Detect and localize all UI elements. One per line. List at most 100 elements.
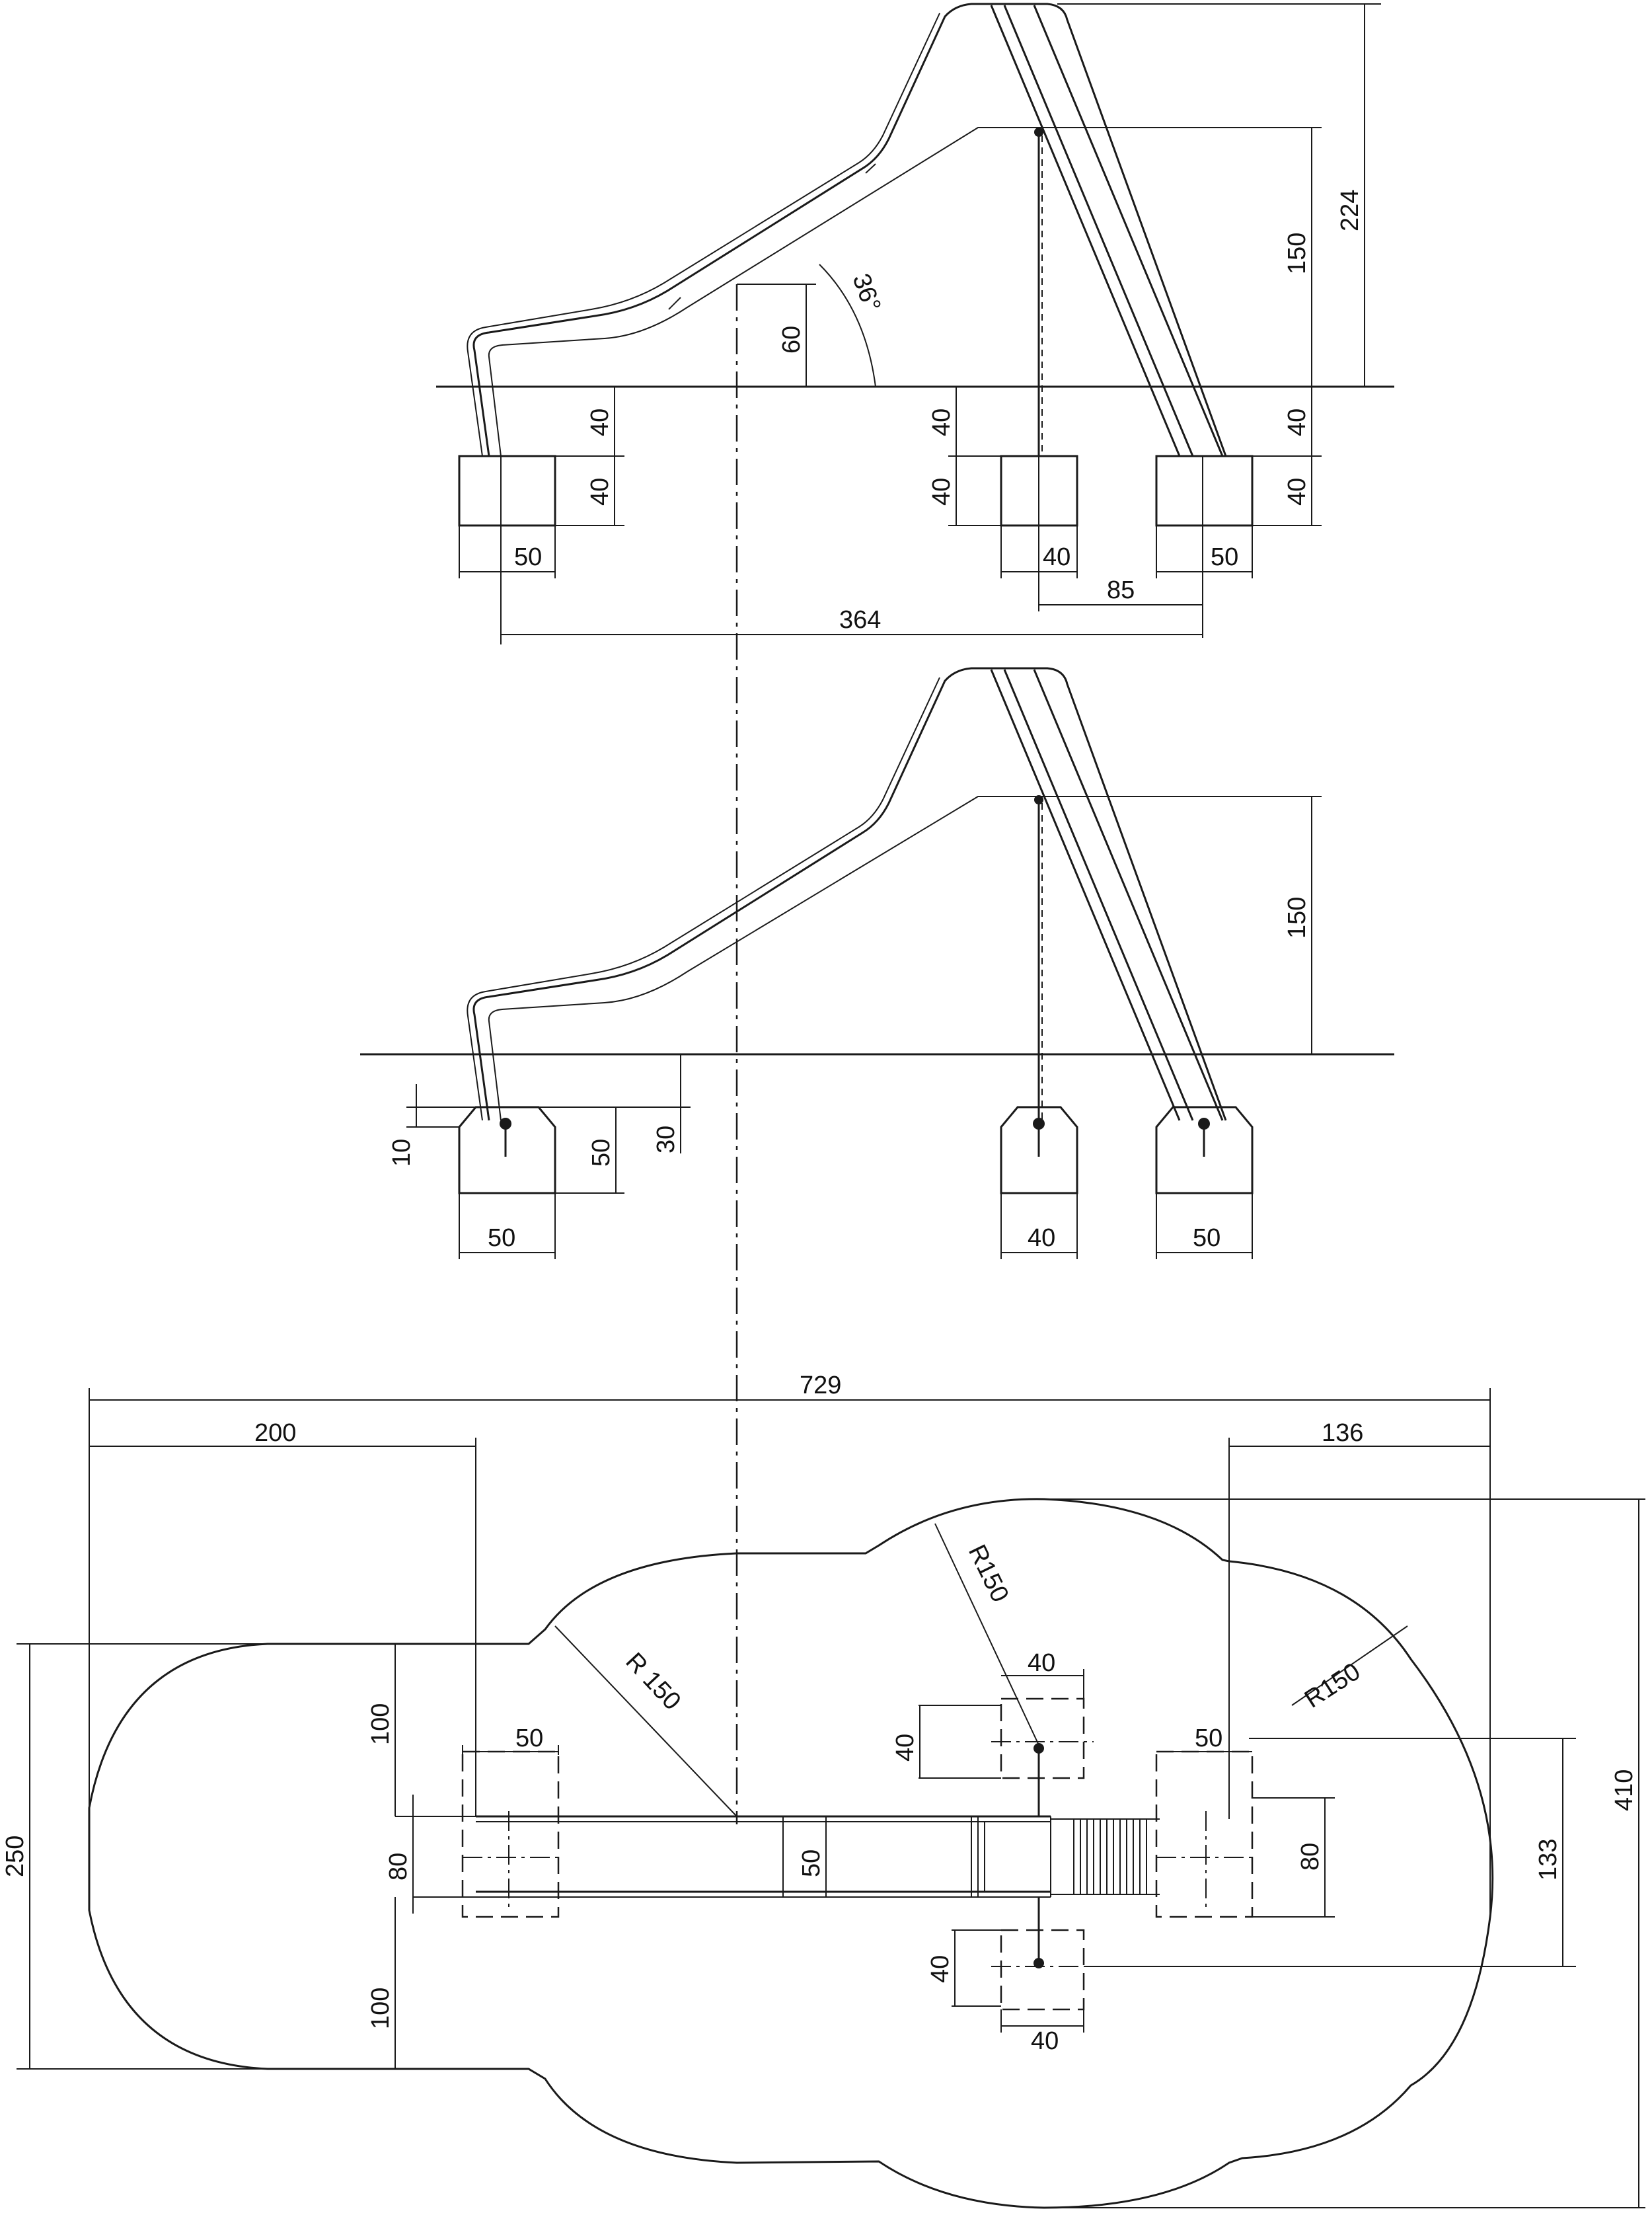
svg-text:50: 50 — [1193, 1224, 1220, 1252]
side-view-top: 224 150 40 40 60 36° — [436, 3, 1394, 644]
slide-joint-1 — [668, 297, 681, 310]
svg-text:200: 200 — [254, 1419, 296, 1447]
svg-text:150: 150 — [1283, 233, 1311, 274]
svg-text:40: 40 — [926, 1955, 954, 1983]
svg-text:40: 40 — [586, 478, 614, 506]
post-joint — [1034, 128, 1043, 137]
dim-mid-bot-w: 40 — [1000, 2009, 1084, 2055]
post-joint-2 — [1034, 795, 1043, 804]
slide-inner-profile — [488, 127, 1308, 457]
svg-text:410: 410 — [1610, 1769, 1638, 1811]
dim-40-left-b: 40 — [555, 456, 624, 526]
svg-text:80: 80 — [385, 1853, 412, 1881]
foundation-right — [1155, 455, 1254, 527]
svg-text:100: 100 — [367, 1703, 394, 1745]
radius-right: R150 — [1291, 1625, 1408, 1714]
side-view-bottom: 150 10 50 30 50 — [360, 667, 1394, 1259]
svg-text:50: 50 — [587, 1139, 615, 1167]
dim-100-bottom-left: 100 — [367, 1897, 396, 2069]
dim-40-mid-width: 40 — [1000, 525, 1078, 578]
svg-text:50: 50 — [1195, 1725, 1222, 1752]
svg-text:136: 136 — [1322, 1419, 1363, 1447]
svg-text:40: 40 — [928, 408, 956, 436]
dim-50-left-plan: 50 — [462, 1725, 559, 1755]
foundation-right-hidden — [1155, 1750, 1254, 1918]
dim-angle-36: 36° — [819, 264, 886, 387]
slide-joint-2 — [865, 163, 876, 174]
slide-inner-profile-2 — [488, 796, 1308, 1121]
svg-text:40: 40 — [1028, 1649, 1055, 1677]
dim-40-mid-width-2: 40 — [1000, 1193, 1078, 1259]
dim-40-right-a: 40 — [1252, 387, 1322, 457]
slide-outer-profile-2 — [472, 667, 1227, 1121]
ladder-rungs — [1073, 1819, 1147, 1894]
dim-729: 729 — [89, 1372, 1491, 1917]
foundation-mid-top-hidden — [991, 1697, 1094, 1779]
svg-text:729: 729 — [800, 1372, 841, 1399]
slide-rail — [467, 13, 940, 457]
svg-text:40: 40 — [1031, 2027, 1059, 2055]
dim-136: 136 — [1228, 1419, 1490, 1819]
foundation-mid-bottom-hidden — [991, 1929, 1094, 2011]
dim-100-top-left: 100 — [367, 1644, 476, 1817]
slide-rail-2 — [467, 677, 940, 1121]
dim-slide-width: 50 — [798, 1822, 827, 1892]
dim-250: 250 — [1, 1643, 268, 2070]
dim-50-left-width: 50 — [459, 525, 556, 578]
svg-text:R150: R150 — [963, 1541, 1014, 1607]
dim-50-left-width-2: 50 — [459, 1193, 556, 1259]
svg-text:364: 364 — [839, 606, 881, 634]
dim-40-left-a: 40 — [555, 387, 624, 457]
plan-view: R 150 R150 R150 729 200 136 — [1, 1372, 1645, 2209]
ladder-rail-2a — [990, 669, 1181, 1121]
radius-top: R150 — [934, 1523, 1039, 1746]
dim-410: 410 — [1044, 1498, 1645, 2208]
svg-text:40: 40 — [1283, 478, 1311, 506]
dim-60: 60 — [737, 284, 816, 387]
svg-text:250: 250 — [1, 1836, 29, 1877]
dim-10: 10 — [388, 1084, 476, 1167]
ladder-rail-1 — [990, 5, 1181, 457]
dim-85: 85 — [1038, 525, 1203, 638]
svg-text:40: 40 — [928, 478, 956, 506]
ladder-rail-2b — [1003, 669, 1194, 1121]
svg-text:R150: R150 — [1300, 1658, 1365, 1714]
slide-outer-profile — [472, 3, 1227, 457]
svg-text:80: 80 — [1296, 1843, 1324, 1871]
safety-zone-outline — [88, 1498, 1494, 2209]
dim-mid-top-w: 40 — [1001, 1649, 1084, 1699]
svg-text:40: 40 — [1283, 408, 1311, 436]
svg-text:50: 50 — [514, 543, 542, 571]
ladder-rail-3 — [1033, 5, 1224, 457]
dim-50-depth: 50 — [539, 1106, 624, 1194]
svg-text:10: 10 — [388, 1139, 416, 1167]
foundation-left — [458, 455, 556, 527]
dim-133: 133 — [1084, 1738, 1576, 1967]
svg-text:40: 40 — [891, 1734, 919, 1762]
svg-text:36°: 36° — [847, 270, 886, 315]
dim-30: 30 — [624, 1054, 691, 1153]
dim-364: 364 — [500, 525, 1203, 644]
dim-150-top: 150 — [1283, 127, 1322, 387]
svg-text:40: 40 — [586, 408, 614, 436]
ladder-rail-2c — [1033, 669, 1224, 1121]
dim-50-right-plan: 50 — [1156, 1725, 1252, 1752]
svg-text:100: 100 — [367, 1988, 394, 2029]
svg-text:224: 224 — [1336, 190, 1364, 231]
ladder-rail-2 — [1003, 5, 1194, 457]
svg-text:40: 40 — [1043, 543, 1070, 571]
svg-text:85: 85 — [1107, 576, 1135, 604]
svg-text:50: 50 — [798, 1849, 825, 1877]
svg-text:50: 50 — [1211, 543, 1238, 571]
dim-80-left: 80 — [385, 1795, 476, 1914]
dim-40-right-b: 40 — [1252, 456, 1322, 526]
svg-text:30: 30 — [652, 1126, 680, 1153]
dim-200: 200 — [89, 1419, 476, 1816]
dim-150-bottom: 150 — [1283, 796, 1322, 1054]
platform — [984, 1821, 1051, 1892]
svg-text:50: 50 — [515, 1725, 543, 1752]
dim-mid-top-h: 40 — [891, 1705, 1001, 1779]
dim-40-mid-a: 40 — [928, 387, 1001, 457]
dim-50-right-width-2: 50 — [1156, 1193, 1253, 1259]
